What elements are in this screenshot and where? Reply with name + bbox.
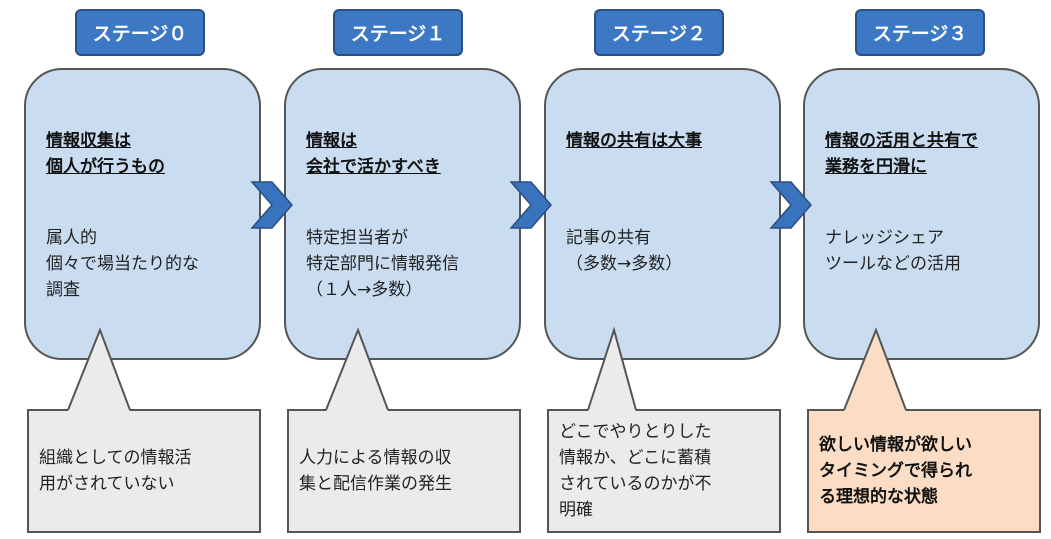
stage-0-box: 情報収集は 個人が行うもの 属人的 個々で場当たり的な 調査: [24, 68, 261, 360]
chevron-right-icon: [769, 181, 812, 229]
stage-2-body: 記事の共有 （多数→多数）: [566, 228, 683, 274]
stage-1-callout: 人力による情報の収 集と配信作業の発生: [287, 409, 521, 533]
stage-1-body: 特定担当者が 特定部門に情報発信 （１人→多数）: [306, 228, 459, 300]
stage-1-callout-text: 人力による情報の収 集と配信作業の発生: [299, 448, 452, 494]
callout-pointer: [587, 326, 637, 411]
stage-1-heading: 情報は 会社で活かすべき: [306, 131, 441, 177]
stage-3-callout-text: 欲しい情報が欲しい タイミングで得られ る理想的な状態: [819, 435, 972, 507]
stage-0-body: 属人的 個々で場当たり的な 調査: [46, 228, 199, 300]
chevron-right-icon: [250, 181, 293, 229]
stage-2-callout: どこでやりとりした 情報か、どこに蓄積 されているのかが不 明確: [547, 409, 781, 533]
stage-3-label: ステージ３: [855, 9, 985, 56]
stage-3-box: 情報の活用と共有で 業務を円滑に ナレッジシェア ツールなどの活用: [803, 68, 1040, 360]
stage-0-callout: 組織としての情報活 用がされていない: [27, 409, 261, 533]
callout-pointer: [67, 327, 131, 411]
chevron-right-icon: [509, 181, 552, 229]
stage-2-box: 情報の共有は大事 記事の共有 （多数→多数）: [544, 68, 781, 360]
stage-1-box: 情報は 会社で活かすべき 特定担当者が 特定部門に情報発信 （１人→多数）: [284, 68, 521, 360]
stage-2-heading: 情報の共有は大事: [566, 131, 702, 151]
stage-2-callout-text: どこでやりとりした 情報か、どこに蓄積 されているのかが不 明確: [559, 422, 712, 520]
stage-0-callout-text: 組織としての情報活 用がされていない: [39, 448, 192, 494]
stage-1-label: ステージ１: [333, 9, 463, 56]
stage-0-label: ステージ０: [75, 9, 205, 56]
stage-3-callout: 欲しい情報が欲しい タイミングで得られ る理想的な状態: [807, 409, 1041, 533]
stage-0-heading: 情報収集は 個人が行うもの: [46, 131, 165, 177]
callout-pointer: [325, 327, 389, 411]
callout-pointer: [843, 327, 907, 411]
stage-3-heading: 情報の活用と共有で 業務を円滑に: [825, 131, 978, 177]
stage-2-label: ステージ２: [594, 9, 724, 56]
stage-3-body: ナレッジシェア ツールなどの活用: [825, 228, 961, 274]
